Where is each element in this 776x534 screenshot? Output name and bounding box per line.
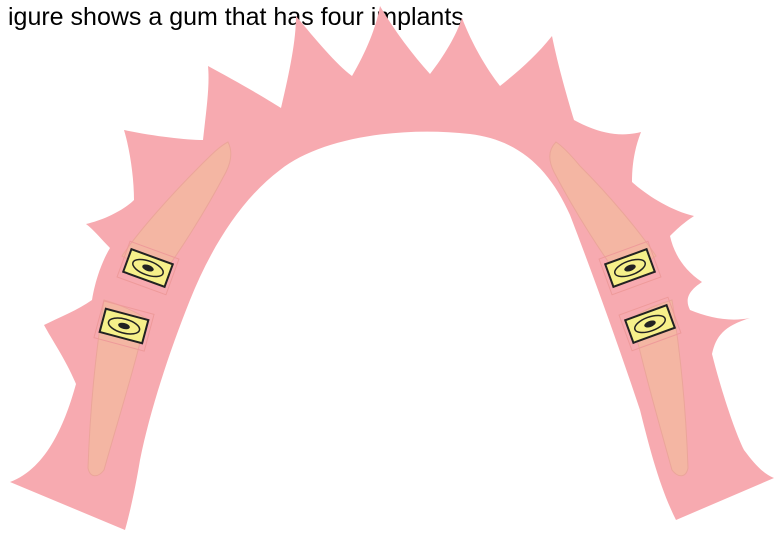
gum-diagram (0, 0, 776, 534)
